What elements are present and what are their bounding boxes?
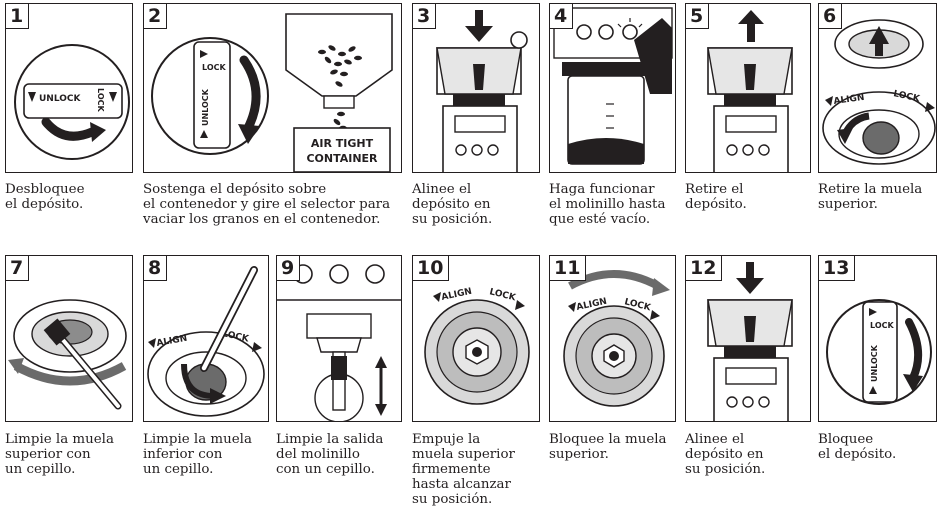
step-5-caption: Retire el depósito. (685, 182, 747, 212)
step-13-caption: Bloquee el depósito. (818, 432, 897, 462)
step-number: 3 (413, 4, 437, 29)
step-1-panel: UNLOCK LOCK 1 (5, 3, 133, 173)
lock-label: LOCK (96, 88, 105, 112)
step-3-caption: Alinee el depósito en su posición. (412, 182, 493, 227)
lock-label: LOCK (870, 321, 894, 330)
step-7-panel: 7 (5, 255, 133, 422)
align-hopper-illustration (436, 10, 528, 172)
lock-label: LOCK (202, 63, 226, 72)
unlock-label: UNLOCK (39, 94, 82, 104)
brush-upper-burr-illustration (8, 299, 127, 410)
align-label: ALIGN (833, 93, 865, 107)
step-6-caption: Retire la muela superior. (818, 182, 923, 212)
step-10-caption: Empuje la muela superior firmemente hast… (412, 432, 515, 507)
container-label-line1: AIR TIGHT (311, 137, 374, 150)
step-4-caption: Haga funcionar el molinillo hasta que es… (549, 182, 666, 227)
step-number: 9 (277, 256, 301, 281)
step-number: 7 (6, 256, 30, 281)
align-hopper-illustration (707, 262, 793, 421)
step-8-panel: ALIGN LOCK 8 (143, 255, 269, 422)
step-12-panel: 12 (685, 255, 811, 422)
run-grinder-illustration (553, 7, 673, 165)
step-11-panel: ALIGN LOCK 11 (549, 255, 676, 422)
step-number: 13 (819, 256, 856, 281)
unlock-label: UNLOCK (870, 344, 879, 382)
step-10-panel: ALIGN LOCK 10 (412, 255, 540, 422)
step-9-panel: 9 (276, 255, 402, 422)
step-5-panel: 5 (685, 3, 811, 173)
container-label-line2: CONTAINER (306, 152, 378, 165)
step-number: 5 (686, 4, 710, 29)
empty-beans-into-container-illustration: LOCK UNLOCK AIR TIGHT CONTAINER (151, 13, 393, 172)
step-number: 10 (413, 256, 450, 281)
step-number: 11 (550, 256, 587, 281)
step-number: 8 (144, 256, 168, 281)
step-8-caption: Limpie la muela inferior con un cepillo. (143, 432, 252, 477)
lock-upper-burr-illustration: ALIGN LOCK (563, 270, 670, 407)
step-6-panel: ALIGN LOCK 6 (818, 3, 937, 173)
step-2-panel: LOCK UNLOCK AIR TIGHT CONTAINER 2 (143, 3, 402, 173)
step-number: 12 (686, 256, 723, 281)
step-1-caption: Desbloquee el depósito. (5, 182, 85, 212)
step-12-caption: Alinee el depósito en su posición. (685, 432, 766, 477)
step-4-panel: 4 (549, 3, 676, 173)
step-number: 2 (144, 4, 168, 29)
step-2-caption: Sostenga el depósito sobre el contenedor… (143, 182, 391, 227)
step-9-caption: Limpie la salida del molinillo con un ce… (276, 432, 384, 477)
step-13-panel: LOCK UNLOCK 13 (818, 255, 937, 422)
step-7-caption: Limpie la muela superior con un cepillo. (5, 432, 114, 477)
push-upper-burr-illustration: ALIGN LOCK (424, 287, 530, 405)
step-number: 4 (550, 4, 574, 29)
hopper-unlock-dial-illustration: UNLOCK LOCK (14, 44, 130, 160)
remove-upper-burr-illustration: ALIGN LOCK (822, 19, 936, 165)
step-3-panel: 3 (412, 3, 540, 173)
step-11-caption: Bloquee la muela superior. (549, 432, 667, 462)
hopper-lock-dial-illustration: LOCK UNLOCK (826, 299, 932, 405)
unlock-label: UNLOCK (201, 88, 210, 126)
brush-lower-burr-illustration: ALIGN LOCK (147, 266, 265, 417)
step-number: 1 (6, 4, 30, 29)
step-number: 6 (819, 4, 843, 29)
remove-hopper-illustration (707, 10, 793, 172)
lock-label: LOCK (488, 287, 517, 303)
brush-grinder-outlet-illustration (277, 264, 401, 421)
